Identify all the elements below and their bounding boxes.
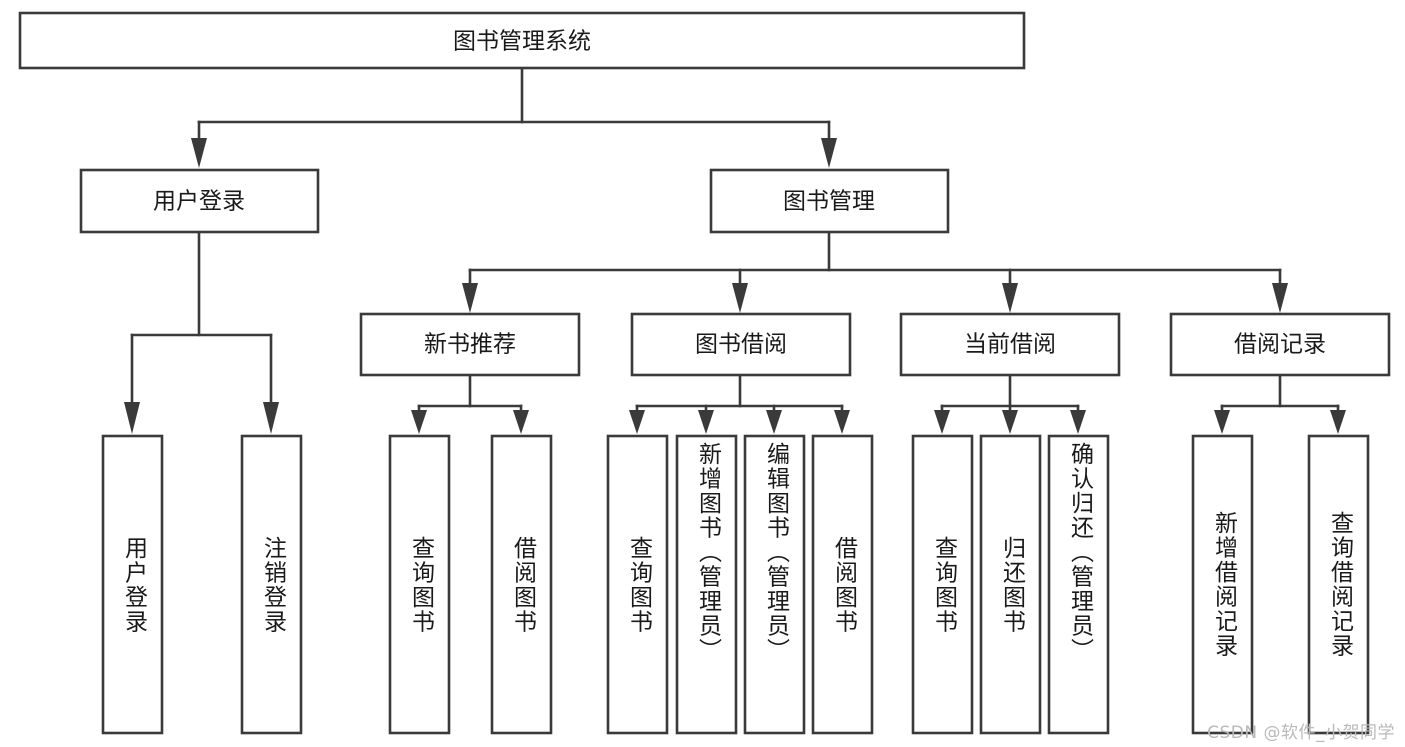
node-current-borrow-label: 当前借阅 — [964, 332, 1056, 358]
arrow-head-leaf-confirm-return-admin — [1070, 410, 1086, 434]
arrow-head-current-borrow — [1002, 283, 1018, 313]
leaf-edit-book-admin-box[interactable] — [743, 434, 806, 735]
node-current-borrow[interactable]: 当前借阅 — [899, 312, 1121, 377]
arrow-head-leaf-add-borrow-record — [1214, 410, 1230, 434]
arrow-head-leaf-add-book-admin — [698, 410, 714, 434]
arrow-head-leaf-query-book-2 — [629, 410, 645, 434]
node-user-login-box[interactable] — [79, 168, 320, 234]
node-new-book-recommend-label: 新书推荐 — [424, 332, 516, 358]
connector-group-new-book-recommend — [411, 373, 529, 434]
node-new-book-recommend-box[interactable] — [359, 312, 581, 377]
arrow-head-borrow-record — [1272, 283, 1288, 313]
arrow-head-leaf-user-login — [124, 402, 140, 434]
node-root[interactable]: 图书管理系统 — [18, 11, 1026, 70]
node-borrow-record[interactable]: 借阅记录 — [1169, 312, 1391, 377]
leaf-add-borrow-record-box[interactable] — [1191, 434, 1254, 735]
node-book-manage-box[interactable] — [709, 168, 950, 234]
arrow-head-leaf-query-borrow-record — [1330, 410, 1346, 434]
node-book-manage[interactable]: 图书管理 — [709, 168, 950, 234]
node-book-manage-label: 图书管理 — [783, 189, 875, 215]
node-user-login[interactable]: 用户登录 — [79, 168, 320, 234]
connector-group-root — [191, 66, 837, 168]
arrow-head-book-borrow — [732, 283, 748, 313]
node-book-borrow[interactable]: 图书借阅 — [630, 312, 852, 377]
node-book-borrow-label: 图书借阅 — [695, 332, 787, 358]
leaf-return-book-box[interactable] — [979, 434, 1042, 735]
arrow-head-leaf-query-book-3 — [934, 410, 950, 434]
node-root-box[interactable] — [18, 11, 1026, 70]
arrow-head-new-book-recommend — [462, 283, 478, 313]
arrow-head-leaf-return-book — [1002, 410, 1018, 434]
connector-group-borrow-record — [1214, 373, 1346, 434]
leaf-add-book-admin-box[interactable] — [675, 434, 738, 735]
node-current-borrow-box[interactable] — [899, 312, 1121, 377]
node-new-book-recommend[interactable]: 新书推荐 — [359, 312, 581, 377]
node-user-login-label: 用户登录 — [153, 189, 245, 215]
leaf-confirm-return-admin-box[interactable] — [1047, 434, 1110, 735]
connector-group-user-login — [124, 230, 279, 434]
leaf-borrow-book-2-box[interactable] — [811, 434, 874, 735]
arrow-head-leaf-logout-login — [263, 402, 279, 434]
node-borrow-record-box[interactable] — [1169, 312, 1391, 377]
leaf-borrow-book-1-box[interactable] — [490, 434, 553, 735]
csdn-watermark: CSDN @软件_小贺同学 — [1207, 723, 1395, 743]
arrow-head-user-login — [191, 138, 207, 168]
arrow-head-leaf-edit-book-admin — [766, 410, 782, 434]
connector-group-current-borrow — [934, 373, 1086, 434]
leaf-query-book-1-box[interactable] — [388, 434, 451, 735]
leaf-user-login-box[interactable] — [101, 434, 164, 735]
leaf-logout-login-box[interactable] — [240, 434, 303, 735]
arrow-head-leaf-borrow-book-2 — [834, 410, 850, 434]
leaf-query-book-2-box[interactable] — [606, 434, 669, 735]
node-book-borrow-box[interactable] — [630, 312, 852, 377]
leaf-query-borrow-record-box[interactable] — [1307, 434, 1370, 735]
node-root-label: 图书管理系统 — [453, 29, 591, 55]
leaf-query-book-3-box[interactable] — [911, 434, 974, 735]
arrow-head-book-manage — [821, 138, 837, 168]
node-borrow-record-label: 借阅记录 — [1234, 332, 1326, 358]
connector-group-book-borrow — [629, 373, 850, 434]
arrow-head-leaf-borrow-book-1 — [513, 410, 529, 434]
leaf-boxes — [101, 434, 1370, 735]
connector-group-book-manage — [462, 230, 1288, 313]
arrow-head-leaf-query-book-1 — [411, 410, 427, 434]
